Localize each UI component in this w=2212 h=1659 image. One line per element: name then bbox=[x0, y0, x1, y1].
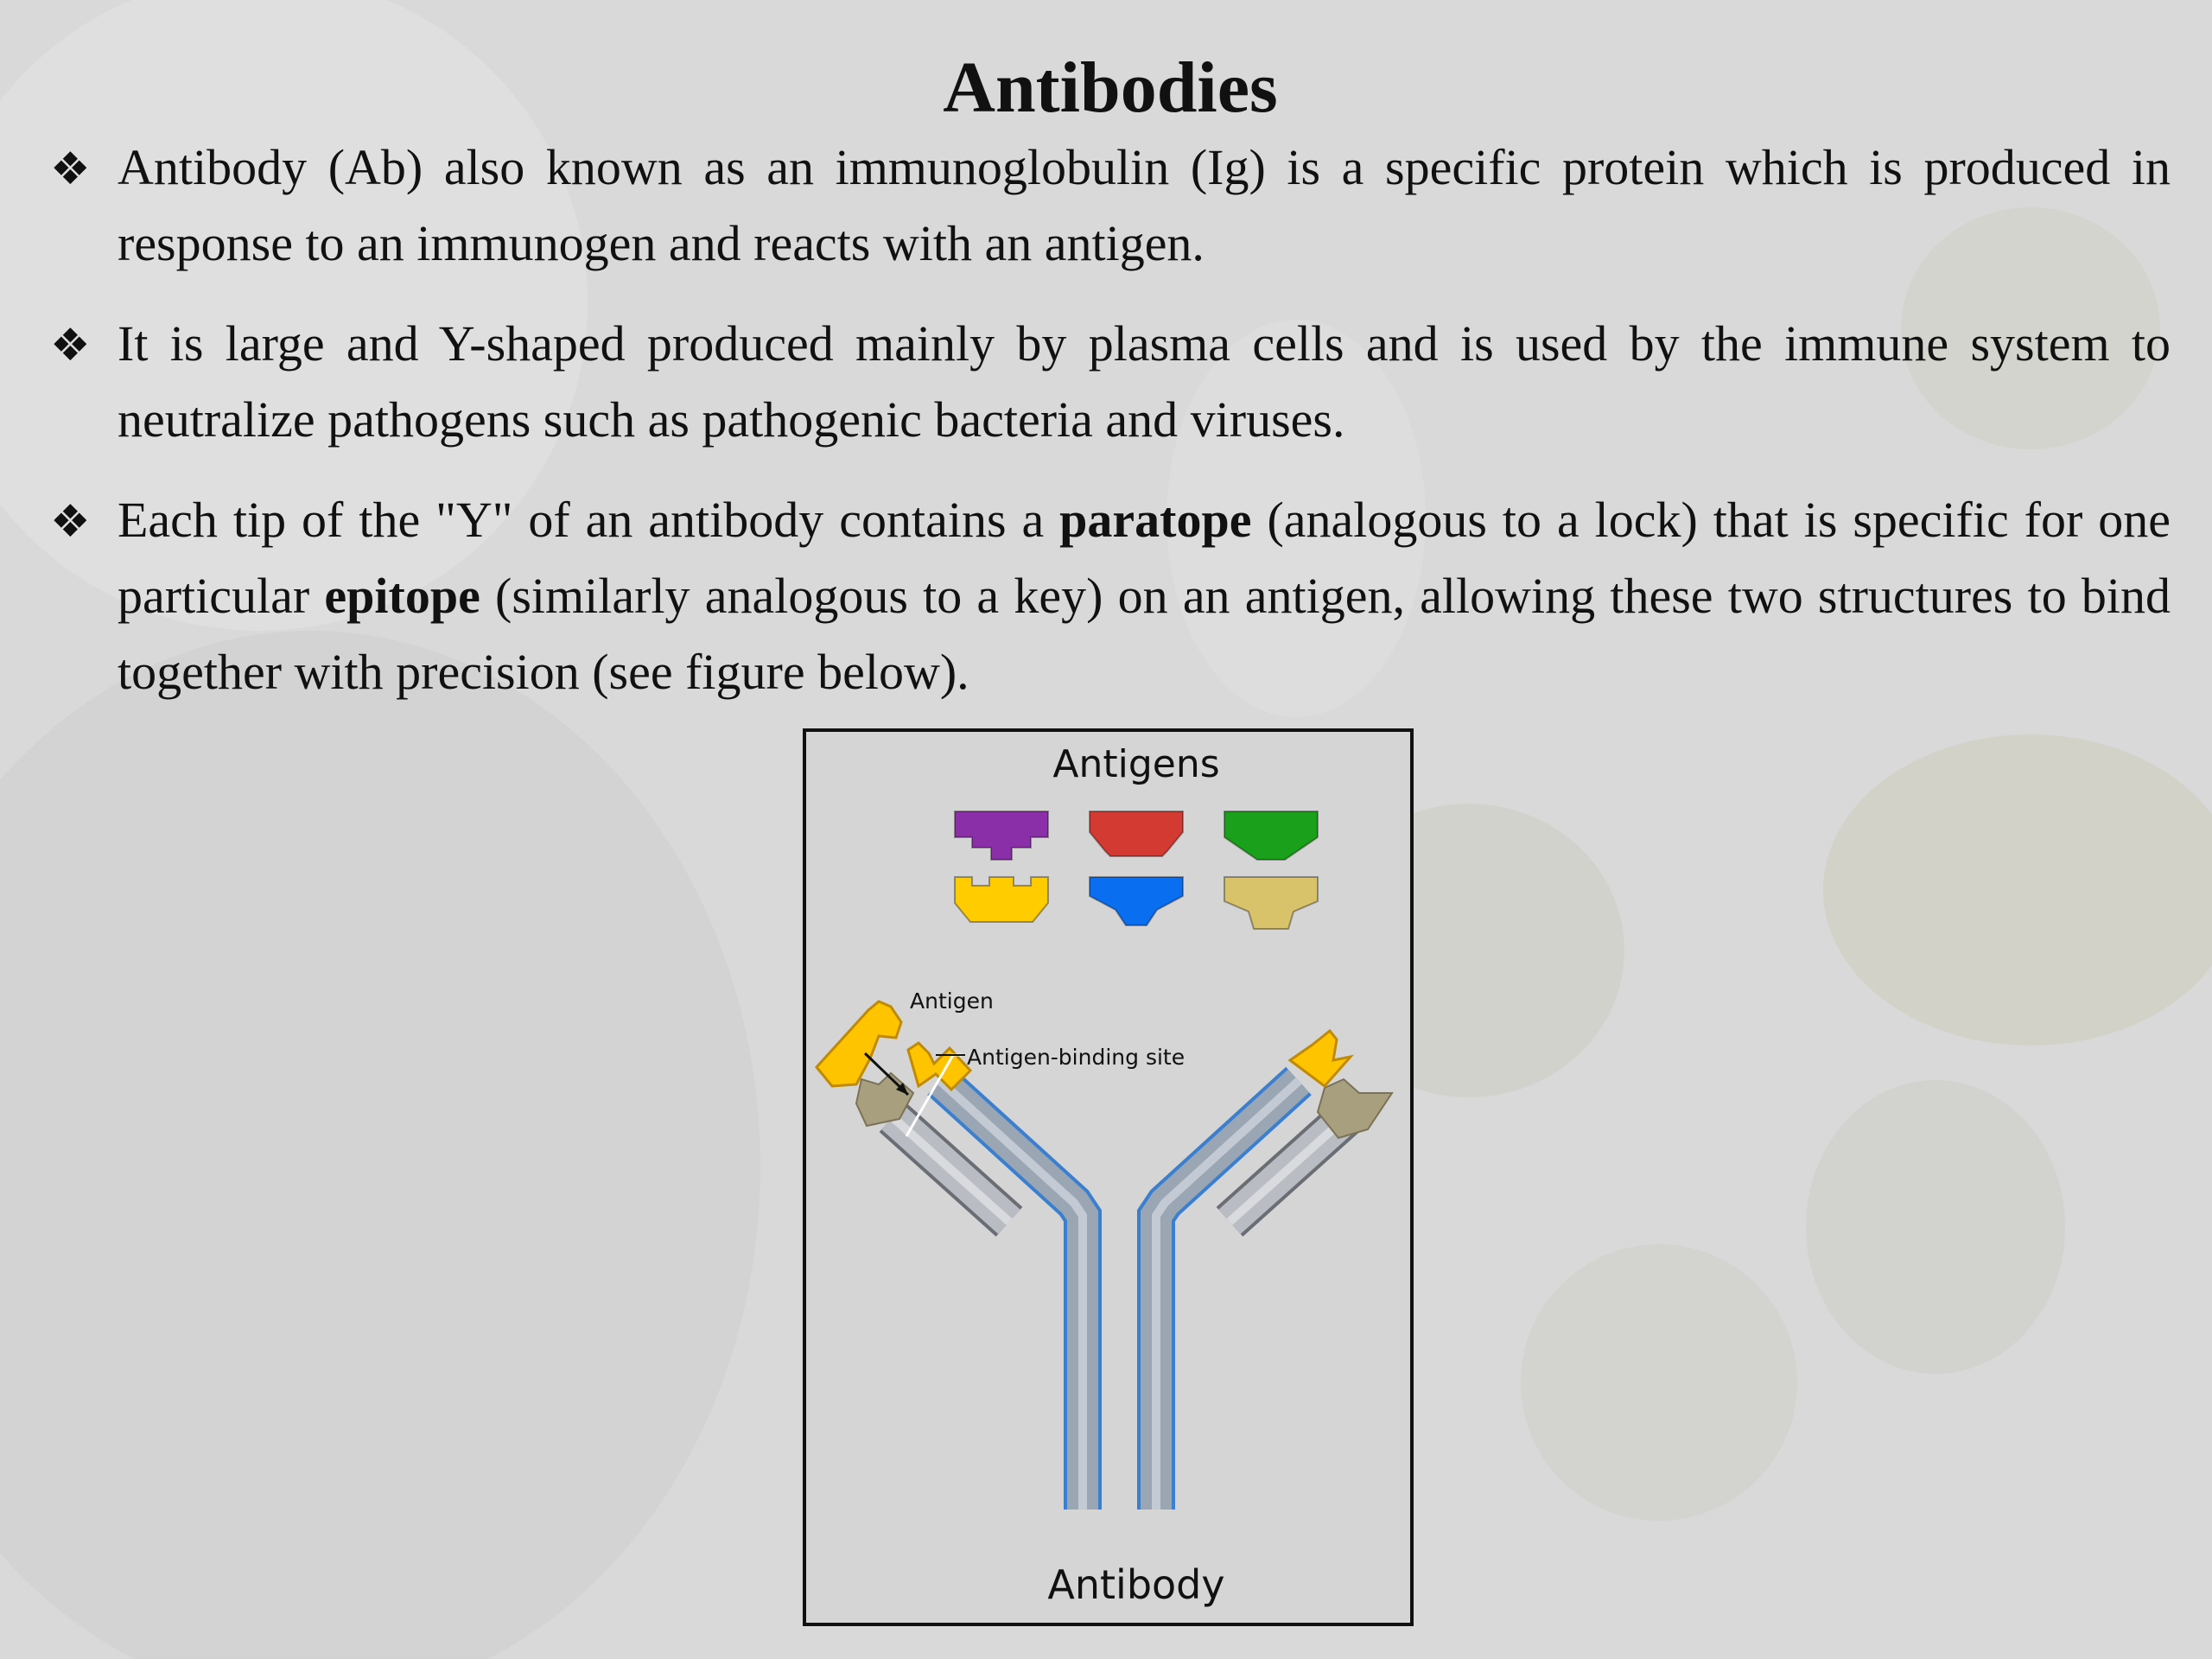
antigen-purple bbox=[954, 810, 1049, 861]
antibody-figure: Antigens bbox=[803, 728, 1414, 1626]
right-binding-site bbox=[1287, 1028, 1355, 1089]
bullet-item: ❖ Each tip of the "Y" of an antibody cont… bbox=[45, 482, 2171, 710]
bold-term: paratope bbox=[1059, 492, 1252, 548]
bullet-item: ❖ It is large and Y-shaped produced mainl… bbox=[45, 306, 2171, 458]
four-diamond-bullet-icon: ❖ bbox=[50, 143, 91, 195]
text-run: (analogous to a lock) that is specific f… bbox=[118, 492, 2171, 624]
bold-term: epitope bbox=[324, 568, 480, 624]
binding-site-callout: Antigen-binding site bbox=[967, 1045, 1185, 1070]
bullet-text: Antibody (Ab) also known as an immunoglo… bbox=[118, 130, 2171, 282]
text-run: (similarly analogous to a key) on an ant… bbox=[118, 568, 2171, 700]
antigen-callout: Antigen bbox=[910, 988, 994, 1014]
antigen-yellow bbox=[954, 876, 1049, 923]
antigen-tan bbox=[1224, 876, 1319, 930]
antigen-green bbox=[1224, 810, 1319, 861]
bullet-list: ❖ Antibody (Ab) also known as an immunogl… bbox=[45, 130, 2171, 734]
heavy-chain-left bbox=[927, 1066, 1102, 1510]
bullet-text: Each tip of the "Y" of an antibody conta… bbox=[118, 482, 2171, 710]
text-run: Each tip of the "Y" of an antibody conta… bbox=[118, 492, 1060, 548]
antigen-blue bbox=[1089, 876, 1184, 926]
antigen-arrow-head bbox=[896, 1083, 908, 1095]
text-run: It is large and Y-shaped produced mainly… bbox=[118, 315, 2171, 448]
antibody-diagram: Antigens bbox=[815, 742, 1394, 1608]
slide-title: Antibodies bbox=[943, 48, 1278, 128]
heavy-chain-right bbox=[1137, 1066, 1312, 1510]
bullet-item: ❖ Antibody (Ab) also known as an immunogl… bbox=[45, 130, 2171, 282]
antigen-shapes bbox=[954, 810, 1319, 930]
four-diamond-bullet-icon: ❖ bbox=[50, 496, 91, 548]
figure-top-label: Antigens bbox=[1052, 742, 1219, 786]
light-chain-right bbox=[1216, 1077, 1394, 1237]
bullet-text: It is large and Y-shaped produced mainly… bbox=[118, 306, 2171, 458]
four-diamond-bullet-icon: ❖ bbox=[50, 320, 91, 372]
antigen-red bbox=[1089, 810, 1184, 857]
bound-antigen bbox=[815, 1000, 903, 1088]
text-run: Antibody (Ab) also known as an immunoglo… bbox=[118, 139, 2171, 271]
figure-bottom-label: Antibody bbox=[1047, 1561, 1224, 1608]
